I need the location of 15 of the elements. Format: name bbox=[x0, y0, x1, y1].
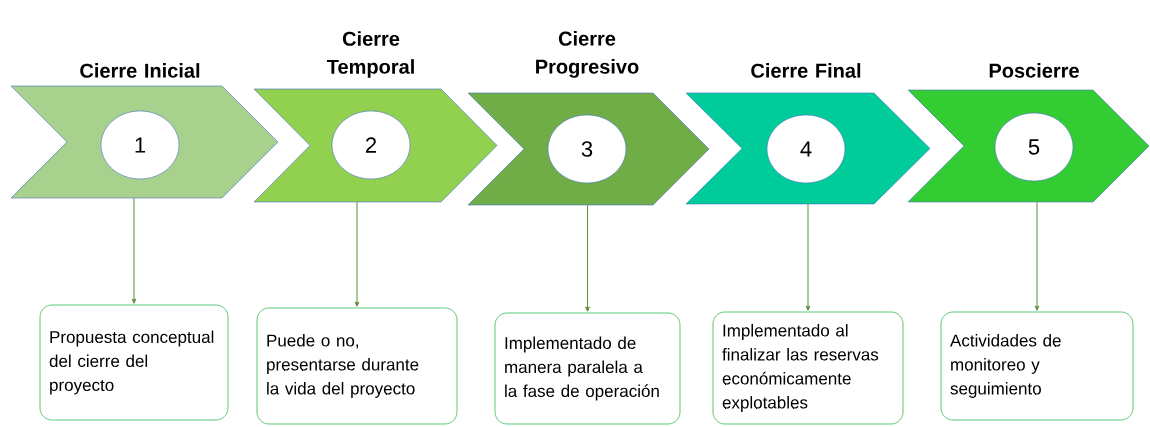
arrow bbox=[585, 204, 590, 312]
stage-heading: Cierre Inicial bbox=[80, 63, 200, 78]
stage-heading: Cierre Final bbox=[751, 63, 861, 78]
arrow bbox=[1034, 201, 1040, 311]
arrow bbox=[354, 201, 360, 307]
arrow bbox=[131, 197, 137, 304]
stage-heading: Cierre Progresivo bbox=[536, 31, 639, 78]
description-box: Implementado de manera paralela a la fase de operación bbox=[494, 312, 681, 425]
description-box: Actividades de monitoreo y seguimiento bbox=[940, 311, 1134, 421]
description-box: Puede o no, presentarse durante la vida del proyecto bbox=[256, 307, 458, 425]
stage-heading: Poscierre bbox=[989, 63, 1079, 78]
description-box: Implementado al finalizar las reservas económicamente explotables bbox=[712, 311, 904, 425]
arrow bbox=[805, 203, 811, 311]
stage-heading: Cierre Temporal bbox=[326, 31, 414, 78]
description-box: Propuesta conceptual del cierre del proyecto bbox=[39, 304, 229, 421]
